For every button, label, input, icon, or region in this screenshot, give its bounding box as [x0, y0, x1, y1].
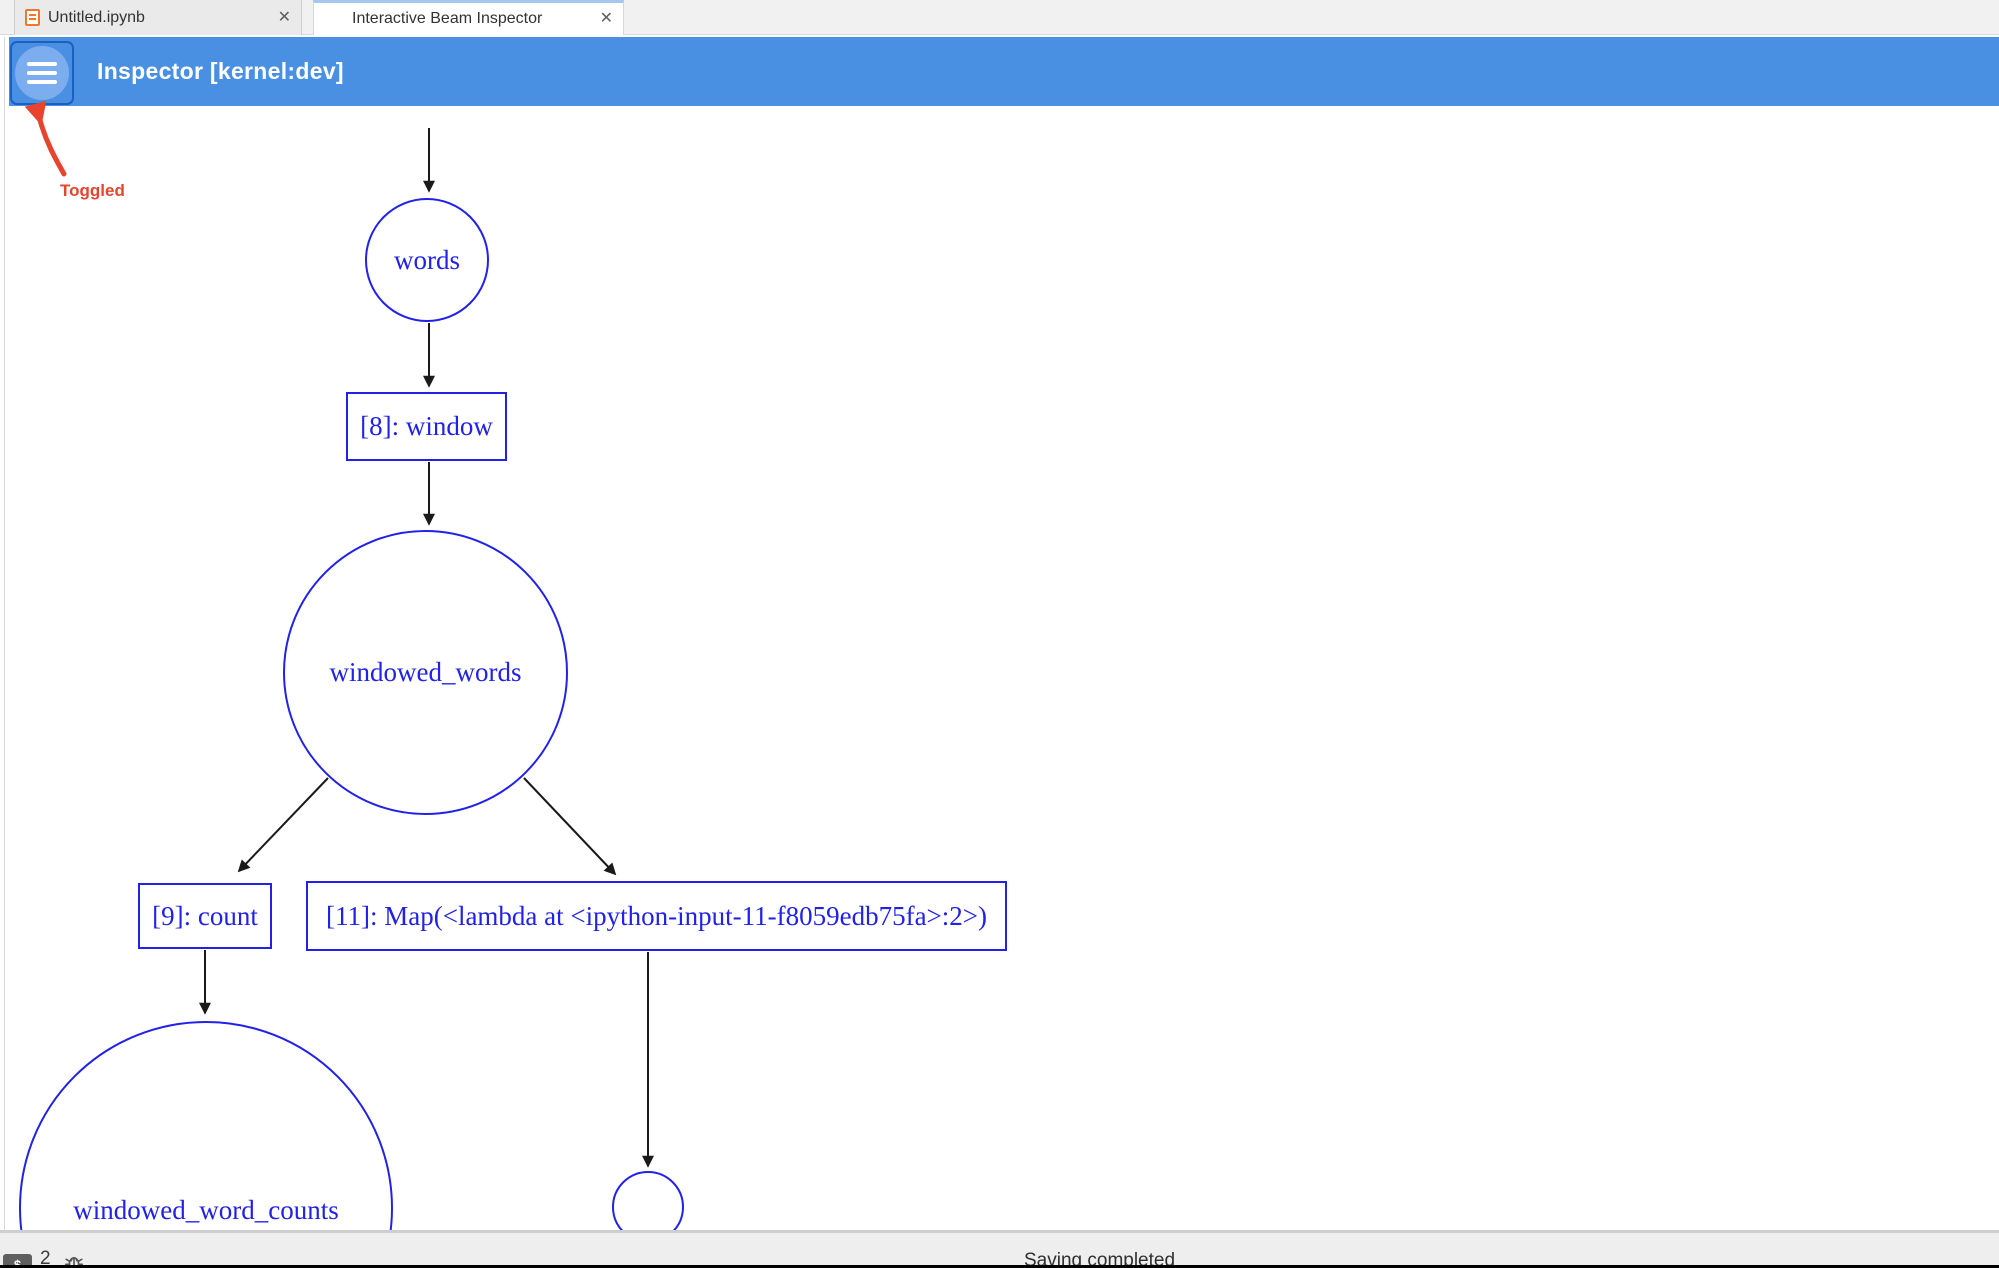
- status-bar: $ 2 Saving completed: [0, 1230, 1999, 1268]
- tab-bar: Untitled.ipynb ✕ Interactive Beam Inspec…: [0, 0, 1999, 35]
- menu-toggle-button[interactable]: [10, 41, 74, 105]
- panel-left-border: [4, 37, 5, 1230]
- hamburger-icon: [15, 46, 69, 100]
- page-title: Inspector [kernel:dev]: [97, 58, 344, 84]
- node-label: windowed_words: [329, 657, 522, 687]
- node-label: windowed_word_counts: [73, 1195, 339, 1225]
- kernel-sessions-count[interactable]: 2: [40, 1248, 51, 1268]
- inspector-header: Inspector [kernel:dev]: [9, 37, 1999, 106]
- node-label: words: [394, 244, 460, 275]
- status-message: Saving completed: [1024, 1250, 1176, 1268]
- node-label: [8]: window: [360, 411, 493, 441]
- pcollection-node-words[interactable]: words: [365, 198, 489, 322]
- close-icon[interactable]: ✕: [599, 10, 613, 27]
- transform-node-window[interactable]: [8]: window: [346, 392, 507, 461]
- annotation-toggled-label: Toggled: [60, 181, 125, 200]
- close-icon[interactable]: ✕: [277, 8, 291, 26]
- transform-node-map-lambda[interactable]: [11]: Map(<lambda at <ipython-input-11-f…: [306, 881, 1007, 951]
- node-label: [11]: Map(<lambda at <ipython-input-11-f…: [326, 900, 987, 931]
- tab-untitled-ipynb[interactable]: Untitled.ipynb ✕: [14, 0, 302, 35]
- tab-label: Untitled.ipynb: [48, 8, 145, 26]
- tab-label: Interactive Beam Inspector: [352, 10, 543, 27]
- node-label: [9]: count: [152, 900, 258, 931]
- notebook-icon: [25, 9, 40, 26]
- bottom-edge-strip: [0, 1265, 1999, 1268]
- pcollection-node-windowed-words[interactable]: windowed_words: [283, 530, 568, 815]
- terminal-icon[interactable]: $: [3, 1254, 32, 1268]
- tab-interactive-beam-inspector[interactable]: Interactive Beam Inspector ✕: [313, 0, 624, 35]
- transform-node-count[interactable]: [9]: count: [138, 883, 272, 949]
